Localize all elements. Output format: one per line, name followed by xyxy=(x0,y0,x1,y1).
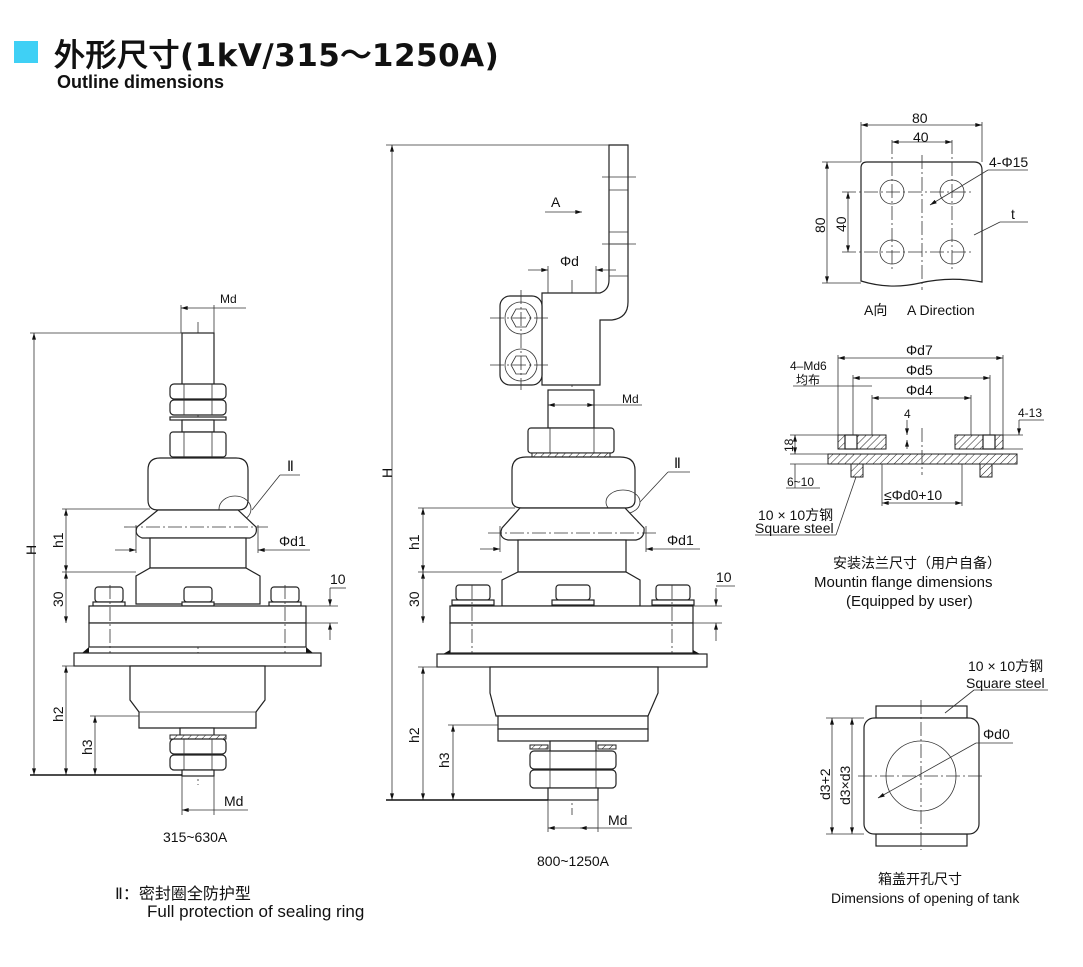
page-subtitle: Outline dimensions xyxy=(57,72,225,92)
label-steel-cn: 10 × 10方钢 xyxy=(758,507,833,523)
label-steel-cn: 10 × 10方钢 xyxy=(968,658,1043,674)
label-thickness: t xyxy=(1011,206,1015,222)
label-width-40: 40 xyxy=(913,129,929,145)
label-h1: h1 xyxy=(406,534,422,550)
label-30: 30 xyxy=(406,591,422,607)
label-d1: Φd1 xyxy=(667,532,694,548)
flange-bolts xyxy=(92,586,302,607)
label-d3-plus-2: d3+2 xyxy=(817,768,833,800)
label-d4: Φd4 xyxy=(906,382,933,398)
caption-flange-cn: 安装法兰尺寸（用户自备） xyxy=(833,555,1001,571)
square-steel-top xyxy=(875,705,968,719)
top-stud xyxy=(181,332,215,386)
label-10: 10 xyxy=(716,569,732,585)
legend-text-en: Full protection of sealing ring xyxy=(147,902,365,921)
label-bolts: 4–Md6 xyxy=(790,359,827,373)
label-18: 18 xyxy=(782,438,796,452)
caption-flange-en-2: (Equipped by user) xyxy=(846,593,973,610)
legend-text-cn: 密封圈全防护型 xyxy=(138,886,251,903)
label-md-top: Md xyxy=(220,292,237,306)
flange-bolts xyxy=(451,584,695,606)
caption-tank-cn: 箱盖开孔尺寸 xyxy=(878,871,962,887)
caption-a-direction-cn: A向 xyxy=(864,302,887,318)
label-d0: Φd0 xyxy=(983,726,1010,742)
tank-cover xyxy=(436,653,708,668)
label-height-80: 80 xyxy=(812,217,828,233)
top-flange xyxy=(88,605,307,624)
caption-315-630a: 315~630A xyxy=(163,829,228,845)
label-detail-ii: Ⅱ xyxy=(287,458,294,474)
nut xyxy=(169,399,227,416)
view-tank-opening: Φd0 10 × 10方钢 Square steel d3+2 d3×d3 箱盖… xyxy=(817,658,1048,906)
flange-plate xyxy=(827,453,1018,465)
label-steel-en: Square steel xyxy=(966,675,1045,691)
label-detail-ii: Ⅱ xyxy=(674,455,681,471)
caption-tank-en: Dimensions of opening of tank xyxy=(831,890,1020,906)
label-H: H xyxy=(23,545,39,555)
legend-symbol-row: Ⅱ：密封圈全防护型 xyxy=(115,880,251,904)
label-md-bottom: Md xyxy=(608,812,627,828)
label-h1: h1 xyxy=(50,532,66,548)
label-width-80: 80 xyxy=(912,110,928,126)
label-h2: h2 xyxy=(406,727,422,743)
label-4: 4 xyxy=(904,407,911,421)
label-steel-en: Square steel xyxy=(755,520,834,536)
view-315-630a: Md H h1 30 h2 h3 Φd1 10 Ⅱ Md 315~630A xyxy=(23,292,346,845)
label-d5: Φd5 xyxy=(906,362,933,378)
label-h3: h3 xyxy=(79,739,95,755)
label-md-mid: Md xyxy=(622,392,639,406)
label-d1: Φd1 xyxy=(279,533,306,549)
view-800-1250a: H A Φd Md h1 30 h2 h3 Φd1 10 Ⅱ xyxy=(379,144,735,869)
label-h3: h3 xyxy=(436,752,452,768)
caption-flange-en-1: Mountin flange dimensions xyxy=(814,574,992,591)
bushing-cap xyxy=(147,457,249,511)
caption-a-direction-en: A Direction xyxy=(907,302,975,318)
label-d7: Φd7 xyxy=(906,342,933,358)
label-6-10: 6~10 xyxy=(787,475,814,489)
label-md-bottom: Md xyxy=(224,793,243,809)
stud xyxy=(547,389,595,429)
nut xyxy=(169,431,227,458)
terminal-plate xyxy=(541,144,629,386)
legend-symbol: Ⅱ： xyxy=(115,886,139,903)
nut xyxy=(527,427,615,454)
tank-cover xyxy=(73,652,322,667)
view-a-direction: 80 40 80 40 4-Φ15 t A向 A Direction xyxy=(812,110,1028,318)
label-height-40: 40 xyxy=(833,216,849,232)
label-4-13: 4-13 xyxy=(1018,406,1042,420)
label-bolts-cn: 均布 xyxy=(796,373,820,387)
terminal-face xyxy=(860,161,983,287)
bushing-cap xyxy=(511,456,636,509)
label-10: 10 xyxy=(330,571,346,587)
label-H: H xyxy=(379,468,395,478)
caption-800-1250a: 800~1250A xyxy=(537,853,610,869)
label-d0-10: ≤Φd0+10 xyxy=(884,487,942,503)
lower-body xyxy=(129,665,266,729)
view-mounting-flange: Φd7 Φd5 Φd4 4–Md6 均布 4 4-13 18 6~10 ≤Φd0… xyxy=(755,342,1044,610)
label-view-a: A xyxy=(551,194,561,210)
square-steel-bottom xyxy=(875,833,968,847)
section-marker xyxy=(14,41,38,63)
label-d: Φd xyxy=(560,253,579,269)
label-d3xd3: d3×d3 xyxy=(837,765,853,805)
lower-body xyxy=(489,666,659,717)
label-h2: h2 xyxy=(50,706,66,722)
nut xyxy=(169,383,227,400)
label-30: 30 xyxy=(50,591,66,607)
label-holes: 4-Φ15 xyxy=(989,154,1028,170)
page-title: 外形尺寸(1kV/315～1250A) xyxy=(54,38,500,74)
